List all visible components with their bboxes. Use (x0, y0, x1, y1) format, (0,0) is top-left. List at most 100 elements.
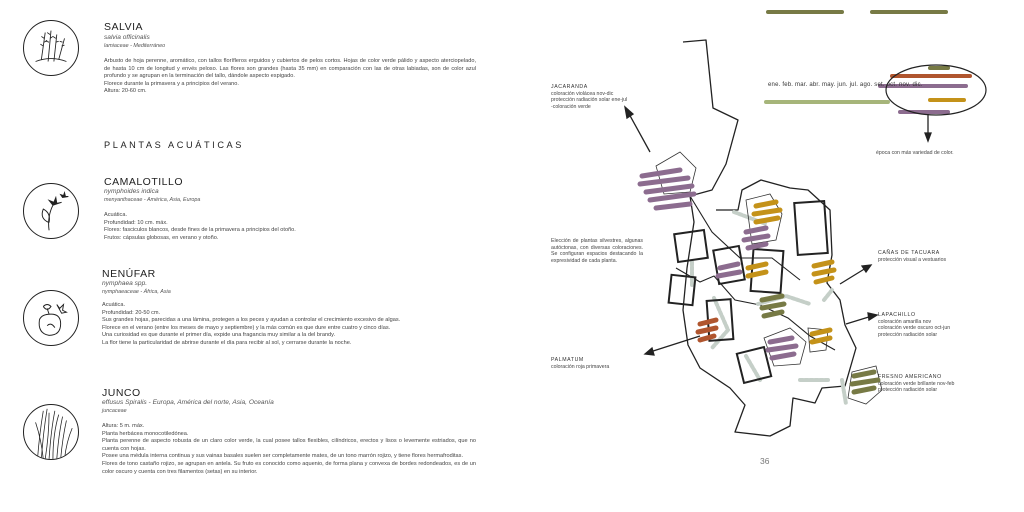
site-block (749, 247, 785, 295)
canas-scribble (811, 259, 837, 285)
camalotillo-description-line: Profundidad: 10 cm. máx. (104, 219, 168, 226)
palmatum-annotation: PALMATUM coloración roja primavera (551, 357, 641, 370)
camalotillo-scientific-name: nymphoides indica (104, 188, 159, 195)
jacaranda-line: coloración violácea nov-dic (551, 90, 614, 97)
site-block (793, 199, 829, 257)
arrow-lapachillo (845, 315, 873, 325)
rust-scribble (695, 317, 719, 343)
nenufar-description-line: Acuática. (102, 302, 126, 308)
arrowhead (643, 346, 655, 356)
path-stroke (822, 288, 834, 302)
jacaranda-title: JACARANDA (551, 84, 588, 90)
junco-description-line: Planta herbácea monocotiledónea. (102, 430, 189, 437)
plant-blob-outline (847, 365, 883, 405)
camalotillo-description-line: Acuática. (104, 212, 128, 218)
purple-scribble (715, 261, 743, 279)
arrowhead (624, 105, 635, 120)
palmatum-title: PALMATUM (551, 357, 584, 363)
palmatum-line: coloración roja primavera (551, 363, 610, 370)
fresno-title: FRESNO AMERICANO (878, 374, 942, 380)
salvia-scientific-name: salvia officinalis (104, 34, 150, 41)
eleccion-annotation: Elección de plantas silvestres, algunas … (551, 238, 643, 264)
fresno-line: coloración verde brillante nov-feb (878, 380, 955, 387)
camalotillo-description: Acuática. Profundidad: 10 cm. máx. Flore… (104, 212, 476, 242)
fresno-scribble (809, 327, 833, 345)
lapachillo-annotation: LAPACHILLO coloración amarilla nov color… (878, 312, 984, 338)
arrowhead (924, 132, 932, 143)
arrow-jacaranda (627, 111, 651, 153)
ochre-scribble (745, 261, 769, 279)
palmatum-scribble (741, 225, 771, 251)
lapachillo-line: protección radiación solar (878, 331, 938, 338)
nenufar-description-line: La flor tiene la particularidad de abrir… (102, 339, 352, 346)
nenufar-scientific-name: nymphaea spp. (102, 280, 148, 287)
fresno-scribble (849, 369, 881, 395)
fresno-annotation: FRESNO AMERICANO coloración verde brilla… (878, 374, 984, 394)
lapachillo-line: coloración amarilla nov (878, 318, 932, 325)
arrowhead (860, 264, 873, 274)
jacaranda-line: -coloración verde (551, 103, 591, 110)
salvia-family: lamiaceae - Mediterráneo (104, 43, 166, 49)
arrow-canas (839, 267, 867, 285)
fresno-line: protección radiación solar (878, 387, 938, 394)
page-number: 36 (760, 456, 770, 466)
month-labels: ene. feb. mar. abr. may. jun. jul. ago. … (768, 82, 923, 88)
junco-description-line: Posee una médula interna continua y sus … (102, 453, 463, 460)
plant-blob-outline (763, 327, 807, 367)
path-stroke (744, 354, 762, 382)
salvia-description: Arbusto de hoja perenne, aromático, con … (104, 58, 476, 96)
nenufar-name: NENÚFAR (102, 268, 156, 280)
path-stroke (840, 378, 848, 406)
section-title-aquatic-plants: PLANTAS ACUÁTICAS (104, 140, 245, 150)
salvia-icon (23, 20, 79, 76)
junco-description-line: Planta perenne de aspecto robusta de un … (102, 438, 476, 452)
nenufar-description-line: Una curiosidad es que durante el primer … (102, 332, 336, 339)
nenufar-description-line: Sus grandes hojas, parecidas a una lámin… (102, 317, 401, 324)
junco-name: JUNCO (102, 387, 141, 399)
purple-scribble (765, 335, 799, 361)
junco-family: juncaceae (102, 408, 127, 414)
jacaranda-line: protección radiación solar ene-jul (551, 97, 628, 104)
junco-description-line: Altura: 5 m. máx. (102, 423, 145, 429)
site-block (673, 228, 709, 264)
arrowhead (867, 312, 879, 322)
nenufar-description-line: Florece en el verano (entre los meses de… (102, 324, 391, 331)
arrow-palmatum (649, 335, 701, 353)
junco-icon (23, 404, 79, 460)
salvia-description-line: Florece durante la primavera y a princip… (104, 80, 239, 87)
camalotillo-description-line: Frutos: cápsulas globosas, en verano y o… (104, 234, 219, 241)
jacaranda-annotation: JACARANDA coloración violácea nov-dic pr… (551, 84, 643, 110)
junco-description-line: Flores de tono castaño rojizo, se agrupa… (102, 460, 476, 475)
junco-description: Altura: 5 m. máx. Planta herbácea monoco… (102, 423, 476, 476)
junco-scientific-name: effusus Spiralis - Europa, América del n… (102, 399, 274, 406)
camalotillo-name: CAMALOTILLO (104, 176, 184, 188)
lapachillo-title: LAPACHILLO (878, 312, 916, 318)
nenufar-description: Acuática. Profundidad: 20-50 cm. Sus gra… (102, 302, 476, 348)
epoca-annotation: época con más variedad de color. (876, 150, 954, 156)
camalotillo-family: menyanthaceae - América, Asia, Europa (104, 197, 201, 203)
path-stroke (710, 296, 731, 350)
salvia-name: SALVIA (104, 21, 143, 33)
camalotillo-description-line: Flores: fasciculos blancos, desde fines … (104, 227, 296, 234)
plant-blob-outline (807, 327, 829, 353)
lapachillo-scribble (751, 199, 783, 225)
nenufar-icon (23, 290, 79, 346)
canas-title: CAÑAS DE TACUARA (878, 250, 940, 256)
camalotillo-icon (23, 183, 79, 239)
site-inner-line (675, 267, 836, 351)
calendar-highlight-ellipse (885, 64, 987, 116)
canas-line: protección visual a vestuarios (878, 256, 947, 263)
site-block (712, 244, 746, 286)
site-block (667, 273, 697, 307)
nenufar-family: nymphaeaceae - África, Asia (102, 289, 171, 295)
canas-annotation: CAÑAS DE TACUARA protección visual a ves… (878, 250, 988, 263)
olive-scribble (759, 293, 787, 319)
salvia-description-line: Arbusto de hoja perenne, aromático, con … (104, 58, 476, 80)
jacaranda-scribble (637, 167, 697, 211)
nenufar-description-line: Profundidad: 20-50 cm. (102, 309, 161, 316)
site-block (735, 345, 773, 385)
site-outline (682, 39, 857, 437)
salvia-description-line: Altura: 20-60 cm. (104, 88, 147, 95)
lapachillo-line: coloración verde oscuro oct-jun (878, 325, 951, 332)
